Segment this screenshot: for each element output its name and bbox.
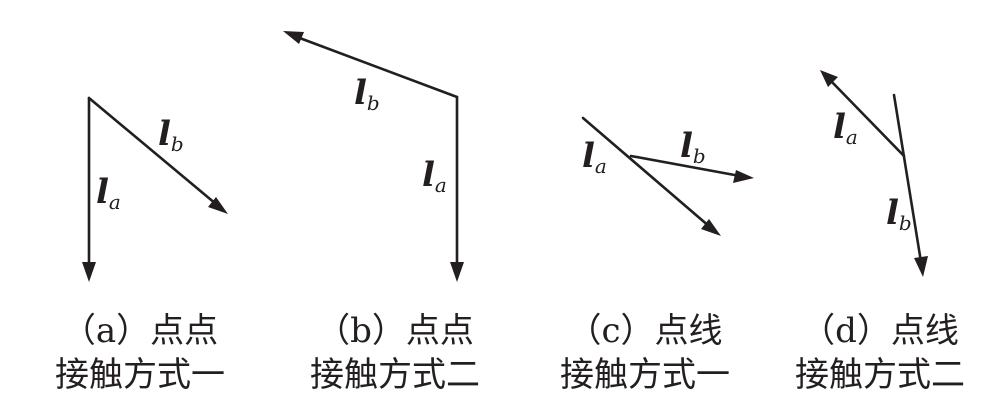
panel-c-arrowhead-la <box>701 219 721 236</box>
panel-c: lb la （c）点线 接触方式一 <box>560 116 754 395</box>
panel-a: lb la （a）点点 接触方式一 <box>55 96 228 395</box>
panel-c-arrowhead-lb <box>733 170 754 183</box>
panel-d-label-la: la <box>833 107 858 149</box>
panel-d: la lb （d）点线 接触方式二 <box>795 70 965 395</box>
panel-c-label-lb: lb <box>680 126 706 168</box>
panel-d-vector-la <box>828 78 906 158</box>
panel-b-label-lb: lb <box>354 73 380 115</box>
panel-b-vector-lb <box>295 35 459 99</box>
panel-a-caption-line1: （a）点点 <box>62 311 218 351</box>
panel-d-caption-line1: （d）点线 <box>801 311 959 351</box>
panel-b-caption-line1: （b）点点 <box>316 311 474 351</box>
panel-d-arrowhead-lb <box>914 256 928 277</box>
panel-b-arrowhead-la <box>450 262 464 282</box>
panel-b: lb la （b）点点 接触方式二 <box>283 31 480 395</box>
panel-c-line-la <box>581 116 712 229</box>
panel-c-vector-lb <box>629 154 742 178</box>
panel-c-label-la: la <box>582 136 607 178</box>
panel-a-arrowhead-lb <box>208 197 228 214</box>
panel-b-arrowhead-lb <box>283 31 304 44</box>
panel-d-line-lb <box>892 93 923 264</box>
panel-a-label-la: la <box>96 172 121 214</box>
panel-c-caption-line1: （c）点线 <box>567 311 722 351</box>
panel-a-vector-lb <box>87 96 218 206</box>
panel-a-arrowhead-la <box>82 262 96 282</box>
panel-b-label-la: la <box>422 155 447 197</box>
panel-a-caption-line2: 接触方式一 <box>55 355 225 395</box>
panel-d-arrowhead-la <box>820 70 838 87</box>
panel-a-label-lb: lb <box>158 114 184 156</box>
panel-d-caption-line2: 接触方式二 <box>795 355 965 395</box>
panel-b-caption-line2: 接触方式二 <box>310 355 480 395</box>
panel-d-label-lb: lb <box>886 193 912 235</box>
panel-c-caption-line2: 接触方式一 <box>560 355 730 395</box>
